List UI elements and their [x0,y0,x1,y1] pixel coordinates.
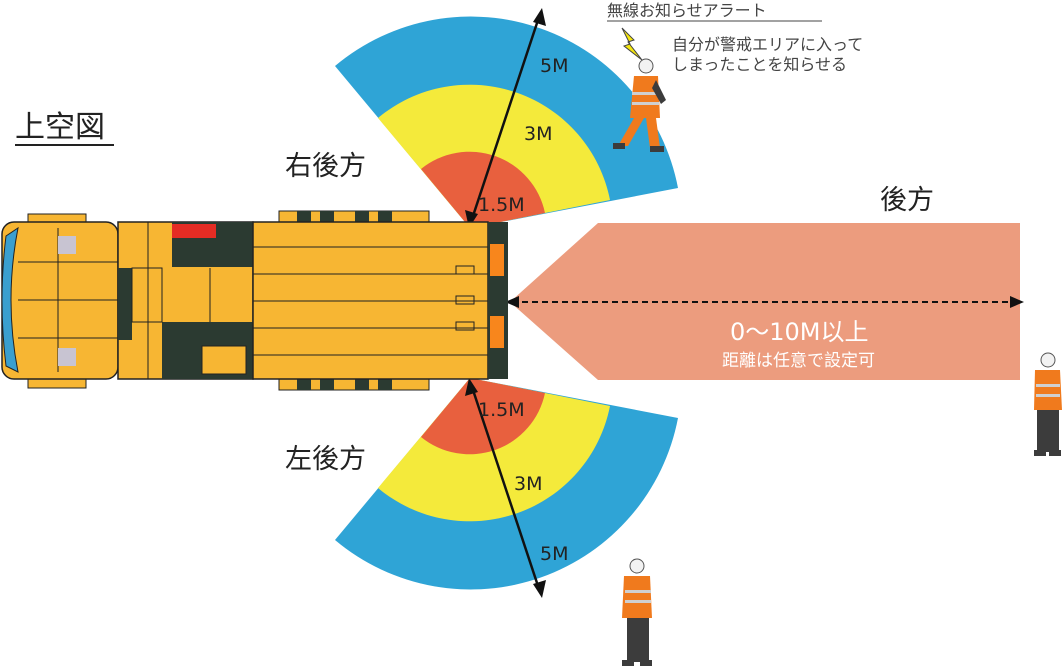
truck-bed-hinge [455,295,475,305]
worker-leg [618,118,644,146]
worker-boot [650,146,664,152]
worker-boot [640,660,652,666]
truck-chassis-dark-side [118,268,132,340]
left-rear-label-1-5m: 1.5M [478,399,525,421]
truck-red-light [172,224,216,238]
worker-helmet [1040,352,1056,368]
worker-boot [622,660,634,666]
rear-distance-note: 距離は任意で設定可 [722,351,875,371]
worker-body [630,76,660,118]
worker-boot [1049,450,1061,456]
worker-reflective-stripe [1036,384,1060,387]
worker-arm [652,80,666,104]
truck-wheel [378,378,392,390]
worker-body [1034,370,1062,410]
truck-wheel [355,378,369,390]
worker-reflective-stripe [1036,394,1060,397]
truck-wheel [320,211,334,223]
truck-bed-hinge [455,265,475,275]
truck-bed-hinge [455,321,475,331]
right-rear-label-3m: 3M [524,123,552,145]
worker-reflective-stripe [625,600,651,603]
rear-sensor [490,244,504,276]
alert-text-line2: しまったことを知らせる [672,55,847,74]
worker-helmet [638,58,654,74]
worker-reflective-stripe [632,92,659,95]
rear-arrowhead-right [1010,296,1024,308]
right-rear-radius-arrow [469,13,542,223]
truck-wheel [297,378,311,390]
alert-text-line1: 自分が警戒エリアに入って [672,35,863,54]
truck-mirror-top [58,236,76,254]
worker-outside-bottom [622,558,652,666]
alert-title: 無線お知らせアラート [607,1,767,20]
truck-windshield [1,226,19,373]
rear-sensor [490,316,504,348]
worker-reflective-stripe [625,590,651,593]
worker-legs [627,618,649,662]
right-rear-zone: 5M 3M 1.5M 右後方 [285,8,678,229]
truck-tank [201,345,247,375]
diagram-title: 上空図 [15,110,105,145]
right-rear-label-1-5m: 1.5M [478,194,525,216]
worker-helmet [629,558,645,574]
worker-legs [1037,410,1059,452]
right-rear-arrowhead-outer [533,8,546,26]
right-rear-zone-label: 右後方 [285,151,366,182]
right-rear-label-5m: 5M [540,55,568,77]
worker-boot [613,143,625,149]
left-rear-zone-label: 左後方 [285,444,366,475]
worker-leg [646,118,660,148]
truck-wheel [320,378,334,390]
lightning-icon [621,27,643,61]
rear-distance-label: 0～10M以上 [730,318,869,346]
worker-in-zone [613,58,666,152]
alert-callout: 無線お知らせアラート 自分が警戒エリアに入って しまったことを知らせる [607,1,863,74]
worker-outside-right [1034,352,1062,456]
left-rear-arrowhead-outer [533,580,546,598]
rear-arrowhead-left [505,296,519,308]
left-rear-ring-1-5m [421,378,545,455]
truck-wheel [355,211,369,223]
rear-zone-label: 後方 [880,185,934,216]
left-rear-label-3m: 3M [514,473,542,495]
rear-zone: 0～10M以上 距離は任意で設定可 後方 [505,185,1024,380]
truck [1,210,508,391]
left-rear-zone: 1.5M 3M 5M 左後方 [285,378,678,598]
left-rear-arrowhead-inner [465,378,478,396]
truck-mirror-bottom [58,348,76,366]
right-rear-ring-1-5m [421,151,545,228]
worker-body [622,576,652,618]
truck-wheel [378,211,392,223]
left-rear-radius-arrow [469,383,542,593]
truck-step [131,267,163,323]
worker-boot [1034,450,1046,456]
left-rear-label-5m: 5M [540,543,568,565]
worker-reflective-stripe [632,102,659,105]
truck-wheel [297,211,311,223]
